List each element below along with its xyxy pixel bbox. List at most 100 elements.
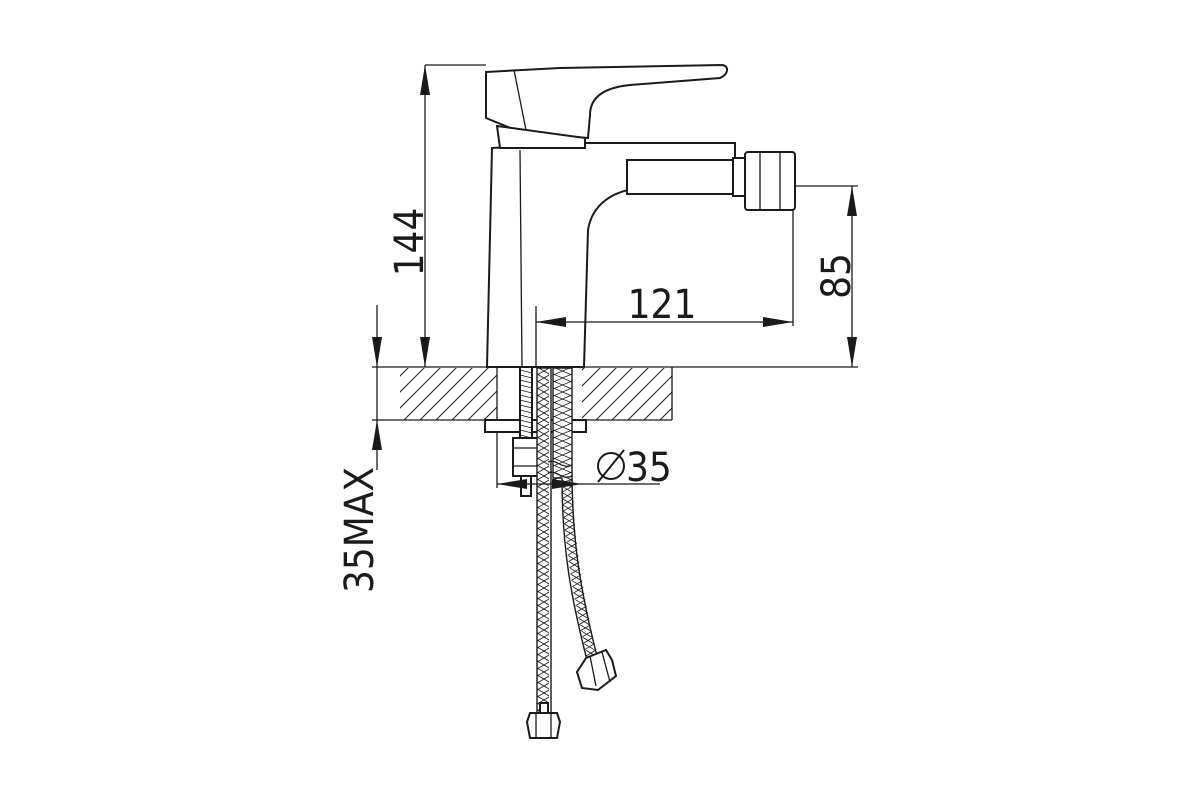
braid-line	[537, 430, 549, 439]
dimension-total-height: 144	[387, 64, 486, 367]
braid-line	[537, 640, 549, 649]
braid-line	[537, 479, 549, 488]
braid-line	[537, 626, 549, 635]
hatch-line	[340, 364, 396, 420]
braid-line	[537, 563, 549, 572]
braid-line	[537, 605, 549, 614]
dimension-spout-height: 85	[795, 185, 860, 367]
braid-line	[537, 388, 549, 397]
braid-line	[553, 429, 573, 439]
braid-line	[570, 567, 581, 575]
stud-threads	[519, 369, 533, 439]
thread-line	[519, 389, 533, 394]
thread-line	[519, 424, 533, 429]
braid-line	[553, 394, 573, 404]
hose-nut-left	[525, 702, 562, 739]
thread-line	[519, 429, 533, 434]
braid-line	[537, 444, 549, 453]
braid-line	[537, 416, 549, 425]
hatch-line	[627, 375, 672, 420]
braid-line	[553, 408, 573, 418]
braid-line	[537, 577, 549, 586]
braid-line	[537, 437, 549, 446]
braid-line	[553, 436, 573, 446]
braid-line	[562, 492, 573, 499]
braid-line	[562, 498, 573, 506]
braid-line	[537, 598, 549, 607]
hatch-line	[595, 368, 649, 420]
braid-line	[585, 649, 596, 657]
braid-line	[537, 521, 549, 530]
braid-line	[537, 591, 549, 600]
braid-line	[565, 530, 576, 537]
braid-line	[553, 401, 573, 411]
dimension-label-121: 121	[628, 282, 697, 328]
thread-line	[519, 399, 533, 404]
braid-line	[537, 409, 549, 418]
braid-line	[582, 637, 594, 644]
diameter-symbol-icon	[597, 449, 625, 483]
braid-line	[553, 380, 573, 390]
braid-line	[564, 523, 575, 531]
hatch-line	[659, 407, 672, 420]
hatch-line	[400, 368, 441, 409]
braid-line	[537, 381, 549, 390]
hatch-line	[435, 368, 489, 420]
thread-line	[519, 379, 533, 384]
hatch-line	[579, 368, 633, 420]
braid-line	[537, 633, 549, 642]
braid-line	[537, 528, 549, 537]
braid-line	[553, 415, 573, 425]
braid-line	[537, 556, 549, 565]
braid-line	[537, 689, 549, 698]
braid-line	[571, 574, 582, 581]
spout-aerator	[732, 151, 796, 211]
mounting-stud	[512, 366, 540, 497]
thread-line	[519, 394, 533, 399]
braid-line	[565, 536, 577, 544]
braid-line	[553, 387, 573, 397]
dimension-label-35max: 35MAX	[337, 467, 383, 593]
braid-line	[537, 647, 549, 656]
braid-line	[537, 584, 549, 593]
braid-line	[563, 511, 574, 518]
dimension-label-85: 85	[814, 253, 860, 299]
hose-braid-left	[537, 368, 549, 718]
thread-line	[519, 404, 533, 409]
braid-line	[584, 643, 595, 651]
braid-line	[537, 507, 549, 516]
hatch-line	[419, 368, 473, 420]
hatch-line	[400, 368, 409, 377]
faucet-body	[484, 63, 796, 433]
braid-line	[580, 624, 591, 632]
braid-line	[553, 368, 571, 376]
hatch-line	[676, 364, 732, 420]
braid-line	[573, 586, 584, 594]
braid-line	[578, 618, 590, 625]
braid-line	[537, 402, 549, 411]
braid-line	[537, 374, 549, 383]
braid-line	[576, 605, 587, 613]
thread-line	[519, 414, 533, 419]
hose-nut-right	[575, 648, 618, 692]
hatch-line	[692, 364, 748, 420]
braid-line	[537, 612, 549, 621]
thread-line	[519, 419, 533, 424]
thread-line	[519, 374, 533, 379]
thread-line	[519, 384, 533, 389]
dimension-spout-reach: 121	[535, 210, 794, 367]
braid-line	[537, 395, 549, 404]
braid-line	[562, 504, 574, 512]
braid-line	[537, 465, 549, 474]
braid-line	[566, 542, 578, 550]
braid-line	[569, 561, 580, 569]
hatch-line	[403, 368, 457, 420]
braid-line	[537, 514, 549, 523]
hatch-line	[400, 368, 425, 393]
braid-line	[537, 493, 549, 502]
braid-line	[537, 542, 549, 551]
hose-braid-right	[553, 368, 573, 488]
dimension-label-144: 144	[387, 208, 433, 277]
braid-line	[537, 682, 549, 691]
